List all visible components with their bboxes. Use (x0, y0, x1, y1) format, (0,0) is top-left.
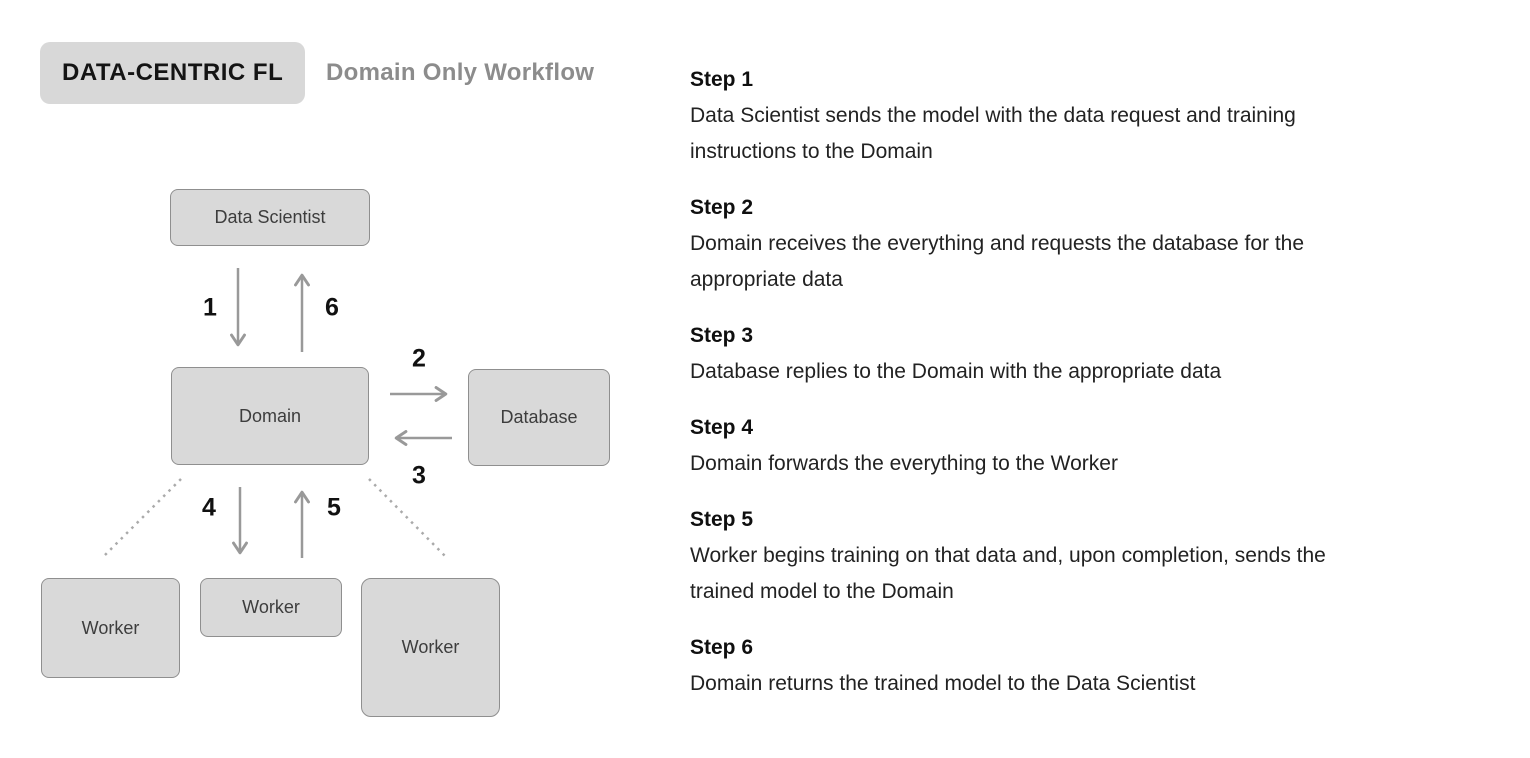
node-domain-label: Domain (238, 405, 302, 426)
step-1: Step 1 Data Scientist sends the model wi… (690, 62, 1448, 170)
node-worker-middle-label: Worker (242, 597, 300, 617)
step-5-title: Step 5 (690, 508, 754, 531)
node-database: Database (468, 369, 610, 466)
node-data-scientist-label: Data Scientist (214, 207, 326, 227)
node-worker-right: Worker (361, 578, 500, 717)
steps-panel: Step 1 Data Scientist sends the model wi… (690, 62, 1448, 722)
step-2-title: Step 2 (690, 196, 754, 219)
workflow-subtitle: Domain Only Workflow (326, 59, 595, 86)
step-4-body: Domain forwards the everything to the Wo… (690, 452, 1118, 475)
title-badge: DATA-CENTRIC FL (40, 42, 306, 104)
step-1-body: Data Scientist sends the model with the … (690, 104, 1296, 163)
node-worker-middle: Worker (200, 578, 342, 637)
dotted-connector-right (368, 478, 448, 559)
step-2-body: Domain receives the everything and reque… (690, 232, 1305, 291)
step-5-body: Worker begins training on that data and,… (690, 544, 1326, 603)
arrow-label-5: 5 (327, 493, 341, 522)
node-data-scientist: Data Scientist (170, 189, 370, 246)
step-6-body: Domain returns the trained model to the … (690, 672, 1196, 695)
arrow-label-4: 4 (202, 493, 216, 522)
arrow-label-1: 1 (203, 293, 217, 322)
step-4-title: Step 4 (690, 416, 754, 439)
dotted-connector-left (101, 478, 182, 559)
step-3: Step 3 Database replies to the Domain wi… (690, 318, 1448, 390)
node-worker-left-label: Worker (81, 617, 140, 638)
node-domain: Domain (171, 367, 369, 465)
node-worker-left: Worker (41, 578, 180, 678)
arrow-label-2: 2 (412, 344, 426, 373)
step-4: Step 4 Domain forwards the everything to… (690, 410, 1448, 482)
step-5: Step 5 Worker begins training on that da… (690, 502, 1448, 610)
step-6-title: Step 6 (690, 636, 754, 659)
step-2: Step 2 Domain receives the everything an… (690, 190, 1448, 298)
step-1-title: Step 1 (690, 68, 754, 91)
arrow-label-6: 6 (325, 293, 339, 322)
arrow-label-3: 3 (412, 461, 426, 490)
step-3-body: Database replies to the Domain with the … (690, 360, 1222, 383)
node-worker-right-label: Worker (401, 637, 460, 657)
step-3-title: Step 3 (690, 324, 754, 347)
step-6: Step 6 Domain returns the trained model … (690, 630, 1448, 702)
node-database-label: Database (500, 407, 578, 427)
